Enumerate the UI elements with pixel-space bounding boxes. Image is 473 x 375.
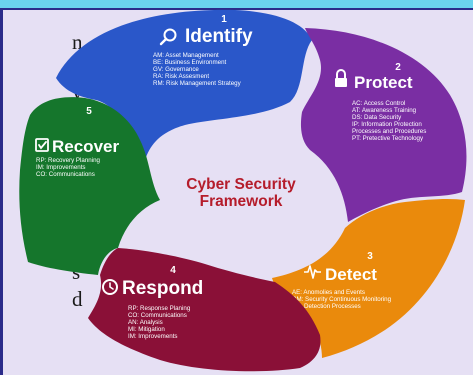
segment-respond[interactable]: 4 Respond RP: Response Planing CO: Commu… bbox=[88, 248, 321, 372]
segment-items: RP: Response Planing CO: Communications … bbox=[128, 305, 191, 340]
segment-item: GV: Governance bbox=[153, 66, 199, 73]
segment-title: Detect bbox=[325, 265, 377, 284]
checkbox-icon bbox=[35, 138, 49, 152]
segment-item: MI: Mitigation bbox=[128, 326, 165, 333]
background-text-fragment: d bbox=[72, 287, 83, 311]
segment-items: AC: Access Control AT: Awareness Trainin… bbox=[352, 100, 426, 142]
segment-identify[interactable]: 1 Identify AM: Asset Management BE: Busi… bbox=[56, 9, 312, 160]
segment-item: RM: Risk Management Strategy bbox=[153, 80, 242, 87]
segment-recover[interactable]: 5 Recover RP: Recovery Planning IM: Impr… bbox=[19, 97, 160, 275]
segment-item: IP: Information Protection bbox=[352, 121, 422, 128]
segment-number: 4 bbox=[170, 265, 176, 276]
segment-item: CO: Communications bbox=[128, 312, 187, 319]
segment-number: 3 bbox=[367, 251, 373, 262]
segment-item: IM: Improvements bbox=[36, 164, 86, 171]
segment-item: RP: Response Planing bbox=[128, 305, 191, 312]
segment-item: DP: Detection Processes bbox=[292, 303, 361, 310]
segment-protect-shape bbox=[300, 28, 467, 222]
segment-title: Recover bbox=[52, 137, 119, 156]
lock-icon bbox=[335, 69, 347, 87]
left-frame-border bbox=[0, 10, 3, 375]
clock-icon bbox=[102, 279, 118, 295]
segment-item: PT: Pretective Technology bbox=[352, 135, 424, 142]
segment-item: DS: Data Security bbox=[352, 114, 402, 121]
center-label: Cyber Security Framework bbox=[186, 176, 296, 210]
segment-item: RA: Risk Assesment bbox=[153, 73, 209, 80]
background-text-fragment: n bbox=[72, 30, 83, 54]
segment-item: BE: Business Environment bbox=[153, 59, 227, 66]
segment-number: 5 bbox=[86, 106, 92, 117]
segment-item: RP: Recovery Planning bbox=[36, 157, 101, 164]
center-title-line1: Cyber Security bbox=[186, 176, 296, 193]
segment-title: Protect bbox=[354, 73, 413, 92]
segment-recover-shape bbox=[19, 97, 160, 275]
segment-detect[interactable]: 3 Detect AE: Anomolies and Events CM: Se… bbox=[272, 198, 465, 358]
search-icon bbox=[159, 28, 177, 46]
segment-number: 1 bbox=[221, 14, 227, 25]
segment-title: Respond bbox=[122, 278, 203, 299]
segment-respond-shape bbox=[88, 248, 321, 372]
segment-detect-shape bbox=[272, 198, 465, 358]
segment-protect[interactable]: 2 Protect AC: Access Control AT: Awarene… bbox=[300, 28, 467, 222]
segment-item: CM: Security Continuous Monitoring bbox=[292, 296, 392, 303]
segment-items: AE: Anomolies and Events CM: Security Co… bbox=[292, 289, 392, 310]
segment-item: AC: Access Control bbox=[352, 100, 405, 107]
segment-item: AT: Awareness Training bbox=[352, 107, 417, 114]
segment-item: Processes and Procedures bbox=[352, 128, 426, 135]
segment-identify-shape bbox=[56, 9, 312, 160]
segment-item: AE: Anomolies and Events bbox=[292, 289, 365, 296]
segment-items: RP: Recovery Planning IM: Improvements C… bbox=[36, 157, 101, 178]
segment-item: CO: Communications bbox=[36, 171, 95, 178]
segment-item: IM: Improvements bbox=[128, 333, 178, 340]
pulse-icon bbox=[304, 265, 321, 279]
segment-number: 2 bbox=[395, 62, 401, 73]
segment-item: AN: Analysis bbox=[128, 319, 163, 326]
top-bar bbox=[0, 0, 473, 10]
segment-title: Identify bbox=[185, 26, 253, 47]
segment-items: AM: Asset Management BE: Business Enviro… bbox=[153, 52, 242, 87]
center-title-line2: Framework bbox=[200, 193, 283, 210]
segment-item: AM: Asset Management bbox=[153, 52, 219, 59]
